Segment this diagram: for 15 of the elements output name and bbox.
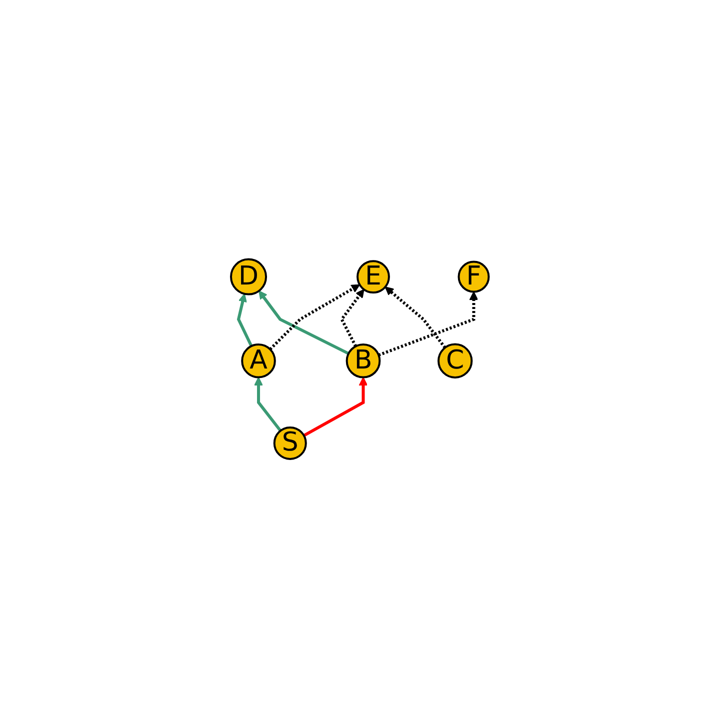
arrow xyxy=(340,289,364,347)
arrow xyxy=(384,286,446,349)
arrow xyxy=(254,376,282,432)
arrow xyxy=(269,284,360,350)
node-circle: D xyxy=(230,258,268,296)
node-circle: E xyxy=(356,260,390,294)
arrow xyxy=(237,293,253,347)
node-circle: A xyxy=(241,343,276,378)
arrow xyxy=(378,291,478,356)
arrow xyxy=(258,290,350,355)
node-circle: F xyxy=(458,260,490,293)
node-circle: B xyxy=(346,343,381,378)
arrow xyxy=(303,376,368,437)
node-circle: S xyxy=(274,426,308,460)
node-circle: C xyxy=(438,343,473,378)
